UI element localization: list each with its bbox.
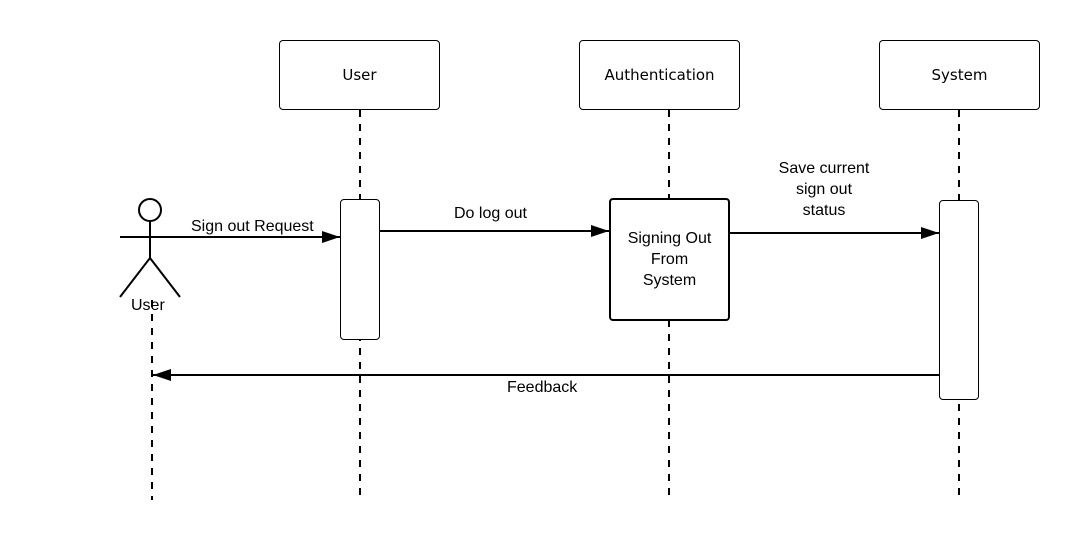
label-do-log-out: Do log out bbox=[454, 205, 527, 222]
label-save-status-line-1: Save current bbox=[778, 160, 870, 177]
label-save-status-line-3: status bbox=[802, 202, 846, 219]
lifeline-head-system: System bbox=[879, 40, 1040, 110]
label-feedback: Feedback bbox=[507, 379, 578, 396]
lifeline-head-user-label: User bbox=[342, 66, 377, 84]
actor-label: User bbox=[131, 297, 165, 314]
activation-system bbox=[939, 200, 979, 400]
label-save-status: Save current sign out status bbox=[764, 158, 884, 221]
label-save-status-line-2: sign out bbox=[795, 181, 853, 198]
state-line-3: System bbox=[642, 272, 697, 289]
lifeline-head-authentication: Authentication bbox=[579, 40, 740, 110]
activation-user bbox=[340, 199, 380, 340]
state-signing-out: Signing Out From System bbox=[609, 198, 730, 321]
lifeline-head-authentication-label: Authentication bbox=[604, 66, 715, 84]
label-sign-out-request: Sign out Request bbox=[191, 218, 314, 235]
lifeline-head-user: User bbox=[279, 40, 440, 110]
state-line-2: From bbox=[650, 251, 689, 268]
lifeline-head-system-label: System bbox=[931, 66, 988, 84]
actor-figure bbox=[119, 198, 181, 298]
state-line-1: Signing Out bbox=[627, 230, 712, 247]
